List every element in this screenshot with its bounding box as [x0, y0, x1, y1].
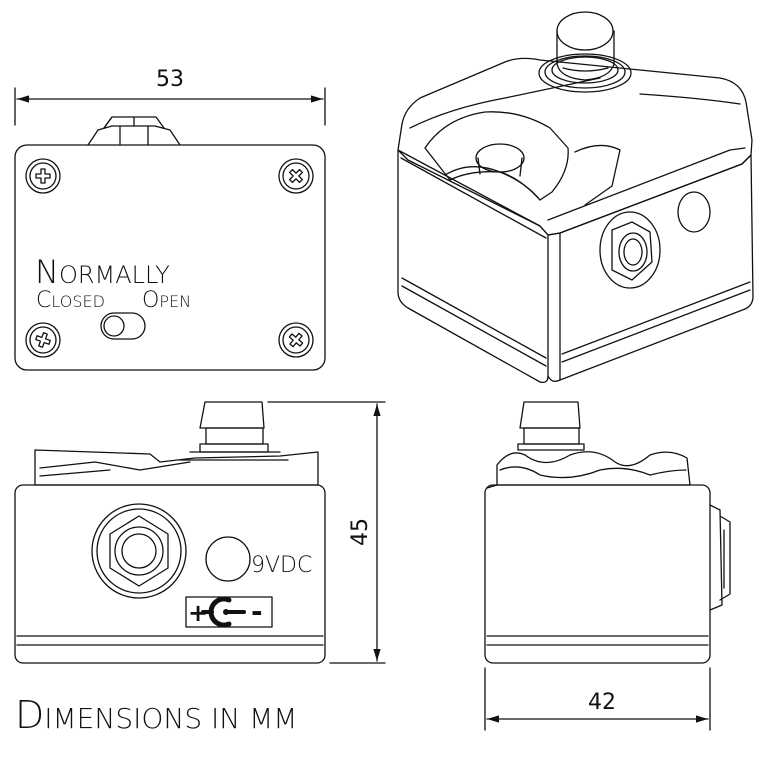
power-jack-icon — [205, 536, 251, 582]
side-view: 42 — [484, 401, 731, 731]
side-top-cover — [496, 451, 691, 486]
open-label: OPEN — [142, 288, 191, 313]
closed-first: C — [36, 288, 51, 313]
switch-mode-label: NORMALLY — [35, 253, 170, 291]
footswitch-nut-top — [87, 116, 181, 146]
height-value: 45 — [348, 518, 373, 546]
switch-mode-rest: ORMALLY — [59, 261, 170, 289]
isometric-view — [397, 11, 754, 384]
screw-icon — [278, 322, 314, 358]
caption-rest: IMENSIONS IN MM — [44, 702, 297, 735]
side-jack-protrusion — [709, 504, 731, 611]
polarity-minus: - — [251, 595, 263, 628]
mode-slide-switch[interactable] — [100, 312, 146, 340]
polarity-symbol: + - — [185, 595, 273, 628]
audio-jack-iso — [599, 211, 661, 289]
switch-mode-first: N — [35, 253, 59, 291]
closed-rest: LOSED — [51, 292, 105, 311]
enclosure-side-face — [547, 154, 754, 382]
polarity-plus: + — [188, 599, 208, 627]
screw-icon — [25, 158, 61, 194]
power-jack-iso — [677, 191, 711, 233]
width-value: 53 — [156, 67, 184, 92]
top-view: 53 NORM — [14, 67, 326, 371]
enclosure-front-face — [397, 149, 549, 384]
depth-dimension: 42 — [484, 667, 711, 731]
height-dimension: 45 — [267, 401, 386, 664]
screw-icon — [278, 158, 314, 194]
depth-value: 42 — [588, 690, 616, 715]
side-enclosure-body — [484, 484, 711, 664]
front-view: 9VDC + - 45 — [14, 401, 386, 664]
closed-label: CLOSED — [36, 288, 105, 313]
footswitch-button-iso[interactable] — [538, 11, 632, 93]
caption-first-letter: D — [15, 693, 44, 737]
width-dimension: 53 — [14, 67, 326, 126]
front-enclosure-body — [14, 484, 326, 664]
screw-icon — [25, 322, 61, 358]
footswitch-lever — [424, 111, 621, 206]
top-cover — [397, 57, 753, 236]
dimensions-caption: DIMENSIONS IN MM — [15, 693, 297, 737]
open-rest: PEN — [159, 292, 191, 311]
footswitch-button-side[interactable] — [517, 401, 585, 451]
bottom-plate — [14, 144, 326, 371]
audio-jack-icon — [91, 503, 187, 599]
footswitch-button-front[interactable] — [179, 401, 289, 461]
open-first: O — [142, 288, 159, 313]
front-top-cover — [34, 449, 319, 486]
power-label: 9VDC — [251, 553, 312, 578]
